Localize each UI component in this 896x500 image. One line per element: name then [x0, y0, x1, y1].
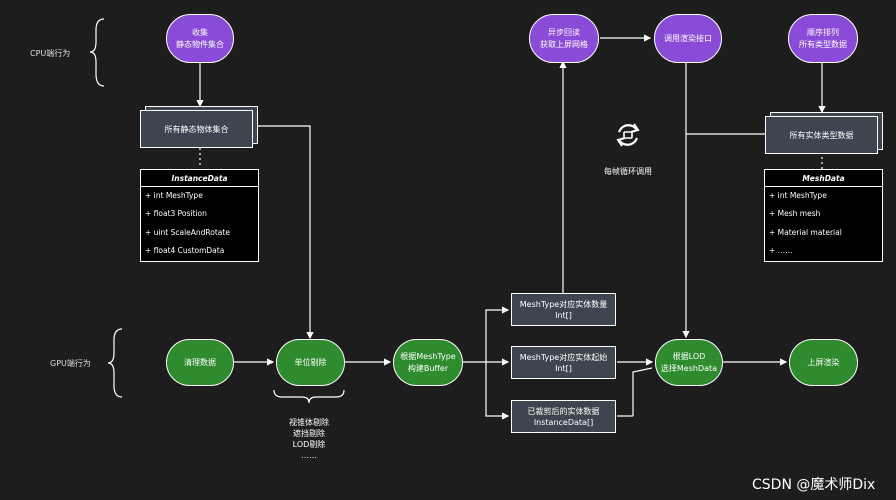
- watermark: CSDN @魔术师Dix: [752, 477, 876, 493]
- instance-data-class: InstanceData + int MeshType + float3 Pos…: [140, 169, 259, 262]
- gpu-label: GPU端行为: [50, 359, 91, 368]
- mesh-data-field: + Mesh mesh: [769, 209, 821, 219]
- collect-static-node: 收集 静态物件集合: [166, 14, 234, 63]
- gpu-brace: [107, 328, 123, 398]
- instance-data-field: + float4 CustomData: [145, 246, 225, 256]
- count-buffer-box: MeshType对应实体数量 Int[]: [511, 293, 616, 326]
- loop-caption: 每帧循环调用: [604, 167, 652, 176]
- start-buffer-box: MeshType对应实体起始 Int[]: [511, 346, 616, 379]
- unit-cull-node: 单位剔除: [276, 339, 345, 386]
- cull-method-item: 遮挡剔除: [293, 429, 325, 438]
- cull-method-item: LOD剔除: [292, 440, 326, 449]
- cull-method-item: ……: [301, 451, 317, 460]
- build-buffer-node: 根据MeshType 构建Buffer: [393, 339, 463, 386]
- instance-data-field: + int MeshType: [145, 191, 203, 200]
- culled-data-box: 已裁剪后的实体数据 InstanceData[]: [511, 400, 616, 433]
- instance-data-field: + uint ScaleAndRotate: [145, 227, 230, 237]
- all-entity-types-box: 所有实体类型数据: [765, 116, 878, 154]
- cull-method-item: 视锥体剔除: [289, 418, 329, 427]
- cull-brace: [273, 389, 345, 404]
- mesh-data-field: + ……: [769, 246, 793, 256]
- clear-data-node: 清理数据: [166, 339, 234, 386]
- mesh-data-class: MeshData + int MeshType + Mesh mesh + Ma…: [764, 169, 883, 262]
- mesh-data-field: + int MeshType: [769, 191, 827, 200]
- present-render-node: 上屏渲染: [789, 339, 858, 386]
- instance-data-title: InstanceData: [141, 170, 258, 187]
- sort-types-node: 顺序排列 所有类型数据: [788, 14, 858, 63]
- call-render-node: 调用渲染接口: [654, 14, 722, 63]
- select-lod-node: 根据LOD 选择MeshData: [655, 339, 723, 386]
- cull-method-list: 视锥体剔除 遮挡剔除 LOD剔除 ……: [274, 417, 344, 461]
- loop-icon: [616, 123, 640, 147]
- all-static-objects-box: 所有静态物体集合: [140, 110, 253, 148]
- cpu-brace: [89, 18, 105, 87]
- async-readback-node: 异步回读 获取上屏网格: [529, 14, 599, 63]
- instance-data-field: + float3 Position: [145, 209, 207, 219]
- cpu-label: CPU端行为: [30, 49, 71, 58]
- mesh-data-field: + Material material: [769, 227, 842, 237]
- mesh-data-title: MeshData: [765, 170, 882, 187]
